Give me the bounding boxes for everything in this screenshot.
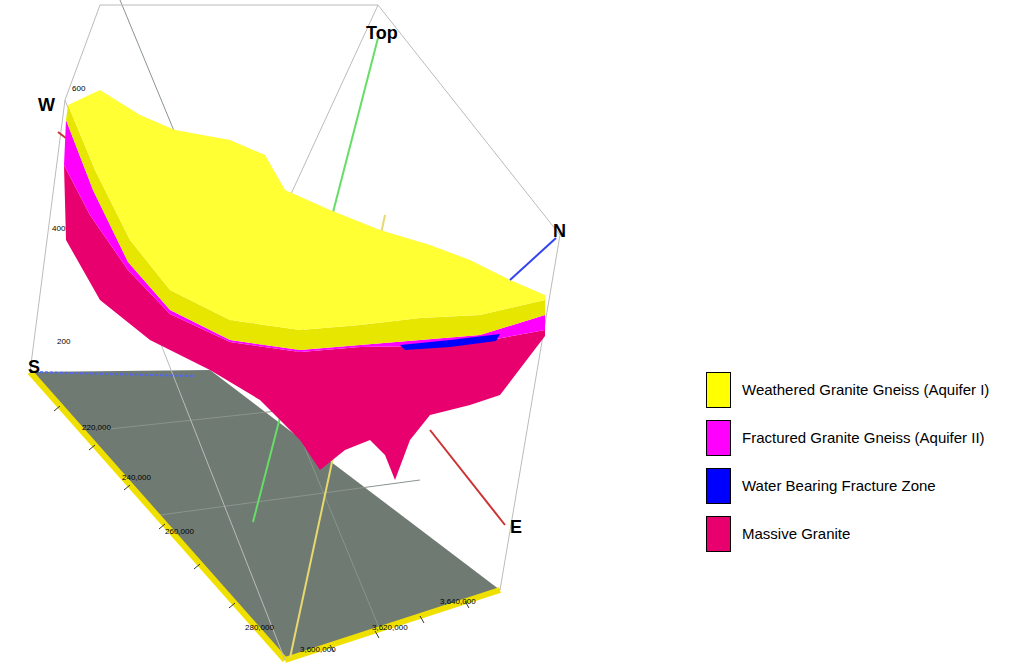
grid-line <box>160 480 420 515</box>
elevation-tick: 600 <box>72 85 85 94</box>
northing-tick: 3,600,000 <box>300 646 336 655</box>
easting-tick: 280,000 <box>245 624 274 633</box>
axis-edge <box>285 590 500 660</box>
axis-label: W <box>38 96 55 116</box>
weathered-gneiss-surface <box>68 90 545 330</box>
axis-edge <box>30 372 285 660</box>
easting-tick: 260,000 <box>165 528 194 537</box>
legend-text: Weathered Granite Gneiss (Aquifer I) <box>742 381 989 398</box>
easting-tick: 240,000 <box>122 474 151 483</box>
axis-label: N <box>553 222 566 242</box>
elevation-tick: 200 <box>57 338 70 347</box>
legend-text: Fractured Granite Gneiss (Aquifer II) <box>742 429 985 446</box>
axis-label: S <box>28 358 40 378</box>
bounding-box <box>30 5 560 660</box>
legend-swatch <box>706 420 731 456</box>
easting-tick: 220,000 <box>82 424 111 433</box>
legend-swatch <box>706 372 731 408</box>
legend-swatch <box>706 516 731 552</box>
axis-label: E <box>510 518 522 538</box>
axis-label: Top <box>366 24 398 44</box>
legend-text: Massive Granite <box>742 525 850 542</box>
south-axis <box>30 372 195 376</box>
east-axis <box>430 430 505 525</box>
legend-swatch <box>706 468 731 504</box>
legend-text: Water Bearing Fracture Zone <box>742 477 936 494</box>
northing-tick: 3,620,000 <box>372 624 408 633</box>
northing-tick: 3,640,000 <box>440 598 476 607</box>
north-axis <box>510 238 556 280</box>
elevation-tick: 400 <box>52 225 65 234</box>
